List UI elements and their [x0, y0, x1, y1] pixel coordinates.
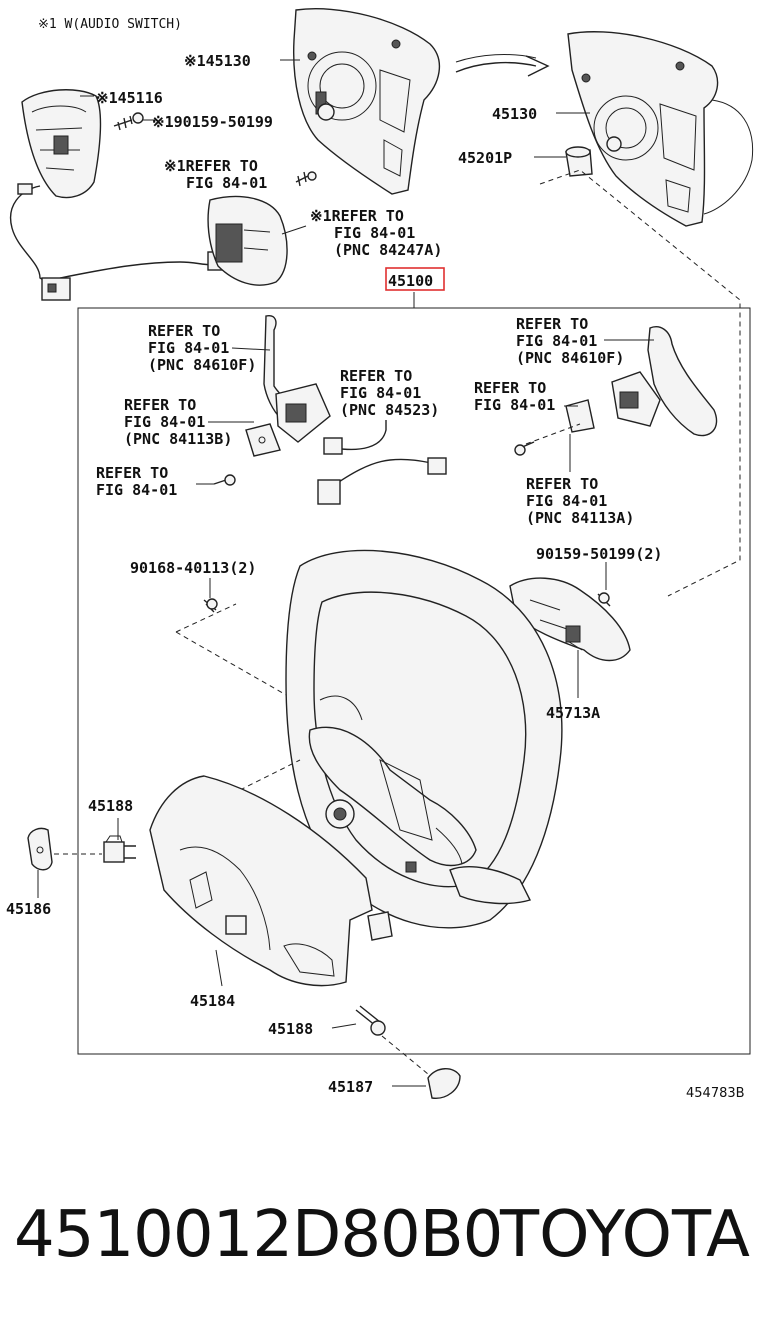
label-refer-i1: REFER TO	[526, 475, 598, 493]
brand-name: TOYOTA	[500, 1198, 750, 1272]
screw-90159-right	[597, 592, 611, 607]
label-refer-h1: REFER TO	[474, 379, 546, 397]
label-refer-e3: (PNC 84113B)	[124, 430, 232, 448]
label-refer-b2: FIG 84-01	[334, 224, 415, 242]
label-refer-g2: FIG 84-01	[516, 332, 597, 350]
part-number: 4510012D80B0	[14, 1198, 503, 1272]
label-45186: 45186	[6, 900, 51, 918]
column-cover-45184	[149, 775, 393, 987]
highlight-box-45100	[385, 267, 445, 291]
label-refer-e1: REFER TO	[124, 396, 196, 414]
label-45116: ※145116	[96, 89, 163, 107]
screw-90159-top	[113, 112, 144, 131]
lower-cover-45713a	[509, 577, 631, 662]
cap-45187	[427, 1068, 461, 1099]
clip-45188-left	[103, 835, 136, 863]
airbag-45130-right	[567, 31, 754, 227]
header-note: ※1 W(AUDIO SWITCH)	[38, 17, 182, 32]
label-45130-top: ※145130	[184, 52, 251, 70]
airbag-45130-left	[293, 8, 441, 195]
label-refer-d1: REFER TO	[340, 367, 412, 385]
audio-switch-wire	[10, 183, 225, 301]
screw-refer-a	[295, 171, 317, 187]
label-90159-top: ※190159-50199	[152, 113, 273, 131]
audio-switch-cover-45116	[21, 89, 102, 199]
label-refer-c1: REFER TO	[148, 322, 220, 340]
label-45188-left: 45188	[88, 797, 133, 815]
label-45100: 45100	[388, 272, 433, 290]
arrow-icon	[455, 54, 550, 77]
footer: 4510012D80B0 TOYOTA	[0, 1190, 760, 1280]
label-refer-e2: FIG 84-01	[124, 413, 205, 431]
label-refer-g1: REFER TO	[516, 315, 588, 333]
label-90159-right: 90159-50199(2)	[536, 545, 662, 563]
cap-45201p	[565, 146, 593, 177]
screw-45188-bottom	[355, 1005, 386, 1036]
label-refer-c2: FIG 84-01	[148, 339, 229, 357]
label-45188-bottom: 45188	[268, 1020, 313, 1038]
label-refer-a2: FIG 84-01	[186, 174, 267, 192]
label-45184: 45184	[190, 992, 235, 1010]
label-refer-i2: FIG 84-01	[526, 492, 607, 510]
figure-code: 454783B	[686, 1086, 745, 1101]
bracket-84113a	[565, 399, 595, 433]
screw-refer-f	[213, 474, 236, 486]
part-45186	[27, 827, 53, 871]
label-90168: 90168-40113(2)	[130, 559, 256, 577]
paddle-shifter-left	[263, 315, 331, 443]
label-refer-b3: (PNC 84247A)	[334, 241, 442, 259]
steering-wheel	[285, 549, 563, 929]
label-refer-a1: ※1REFER TO	[164, 157, 258, 175]
label-refer-d3: (PNC 84523)	[340, 401, 439, 419]
label-refer-f1: REFER TO	[96, 464, 168, 482]
label-refer-g3: (PNC 84610F)	[516, 349, 624, 367]
bracket-84113b	[245, 423, 281, 457]
label-refer-c3: (PNC 84610F)	[148, 356, 256, 374]
label-45201p: 45201P	[458, 149, 512, 167]
label-refer-f2: FIG 84-01	[96, 481, 177, 499]
label-45130-right: 45130	[492, 105, 537, 123]
label-refer-b1: ※1REFER TO	[310, 207, 404, 225]
label-refer-i3: (PNC 84113A)	[526, 509, 634, 527]
label-refer-d2: FIG 84-01	[340, 384, 421, 402]
label-refer-h2: FIG 84-01	[474, 396, 555, 414]
switch-module-84247a	[207, 195, 288, 286]
screw-90168	[203, 598, 218, 613]
paddle-shifter-right	[611, 326, 718, 437]
wire-harness-84523	[317, 420, 447, 505]
label-45187: 45187	[328, 1078, 373, 1096]
screw-refer-h	[514, 441, 535, 456]
label-45713a: 45713A	[546, 704, 600, 722]
